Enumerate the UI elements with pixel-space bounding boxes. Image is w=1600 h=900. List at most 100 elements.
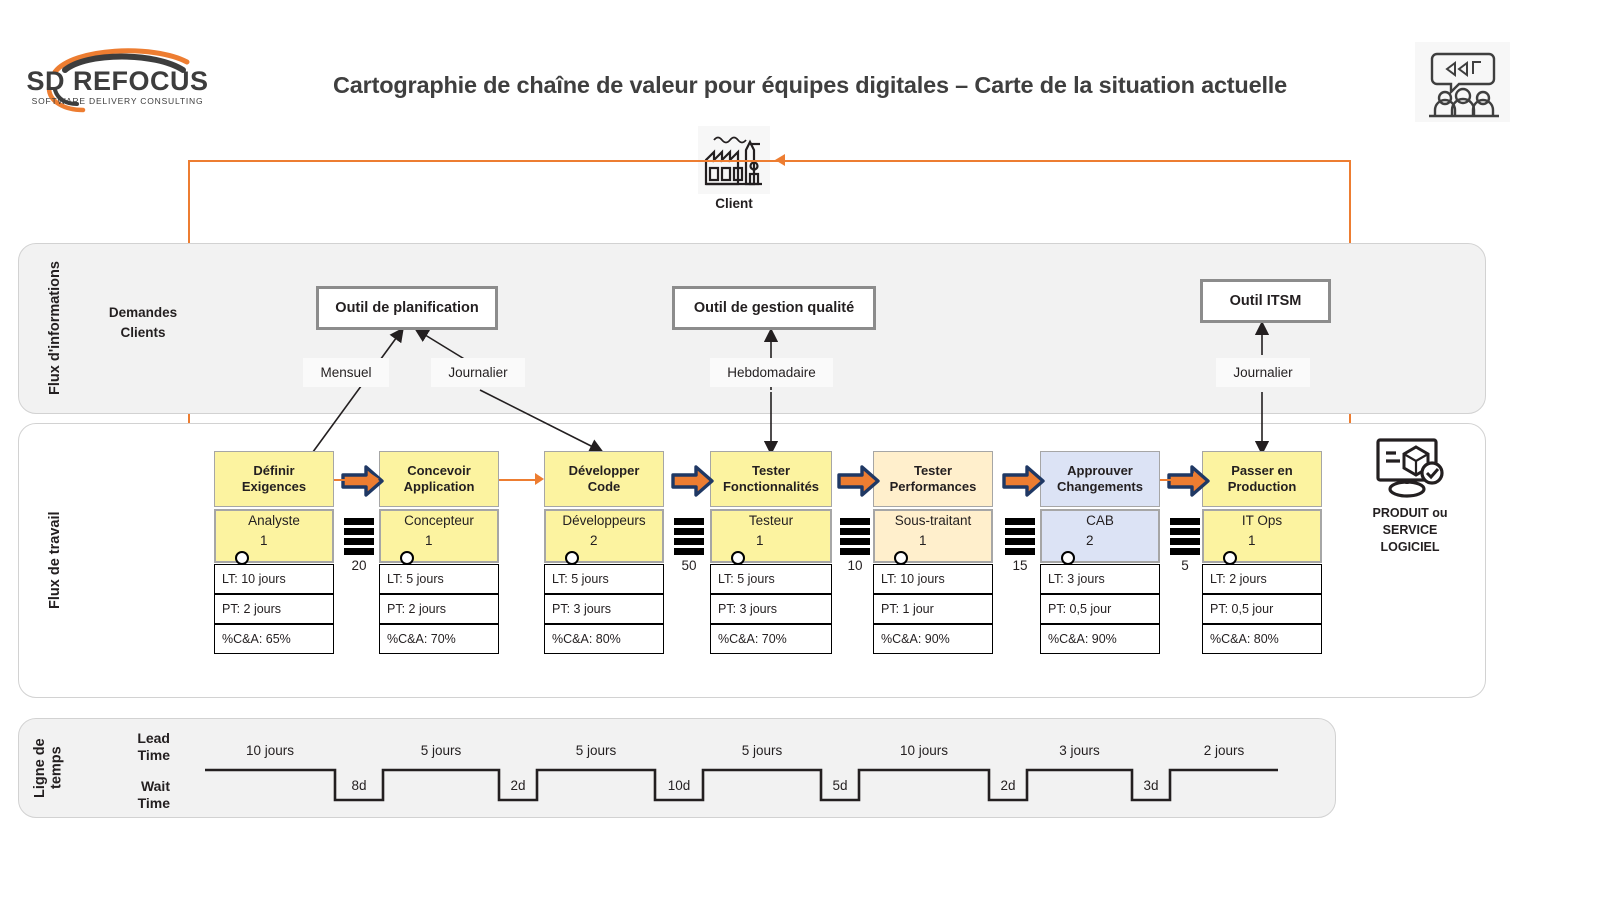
role-icon-wrap (1055, 531, 1081, 571)
role-name: Développeurs (562, 513, 646, 528)
process-metric-pt: PT: 3 jours (544, 594, 664, 624)
process-role: Testeur 1 (710, 509, 832, 571)
tool-box-2[interactable]: Outil de gestion qualité (672, 286, 876, 330)
inventory-value-2: 50 (681, 558, 697, 573)
process-metric-ca: %C&A: 80% (1202, 624, 1322, 654)
push-arrow-3 (837, 464, 881, 498)
timeline-band (18, 718, 1336, 818)
lead-time-value-7: 2 jours (1203, 743, 1245, 758)
logo-tagline: SOFTWARE DELIVERY CONSULTING (31, 96, 204, 106)
company-logo: SD REFOCUS SOFTWARE DELIVERY CONSULTING (25, 40, 210, 115)
role-icon-wrap (1217, 531, 1243, 571)
process-metric-ca: %C&A: 90% (873, 624, 993, 654)
process-metric-pt: PT: 2 jours (214, 594, 334, 624)
wait-time-value-1: 8d (351, 778, 367, 793)
role-icon-wrap (888, 531, 914, 571)
process-metric-ca: %C&A: 90% (1040, 624, 1160, 654)
inventory-icon-5 (1170, 518, 1200, 556)
role-icon-wrap (394, 531, 420, 571)
process-metric-lt: LT: 3 jours (1040, 564, 1160, 594)
wait-time-value-2: 2d (510, 778, 526, 793)
process-metric-lt: LT: 5 jours (710, 564, 832, 594)
process-role: CAB 2 (1040, 509, 1160, 571)
process-metric-pt: PT: 0,5 jour (1202, 594, 1322, 624)
process-metric-lt: LT: 10 jours (873, 564, 993, 594)
lead-time-value-4: 5 jours (741, 743, 783, 758)
push-arrow-2 (671, 464, 715, 498)
inventory-icon-1 (344, 518, 374, 556)
frequency-label-2: Journalier (431, 358, 525, 387)
logo-swoosh-icon (46, 48, 190, 113)
role-count: 2 (1086, 533, 1094, 548)
frequency-label-4: Journalier (1216, 358, 1310, 387)
role-count: 1 (919, 533, 927, 548)
wait-time-value-5: 2d (1000, 778, 1016, 793)
orange-connector-arrowhead-3 (1193, 473, 1202, 485)
role-count: 1 (756, 533, 764, 548)
role-name: IT Ops (1241, 513, 1283, 528)
role-name: CAB (1086, 513, 1114, 528)
wait-time-value-3: 10d (667, 778, 691, 793)
role-count: 1 (425, 533, 433, 548)
process-metric-pt: PT: 0,5 jour (1040, 594, 1160, 624)
role-count: 2 (590, 533, 598, 548)
tool-box-1[interactable]: Outil de planification (316, 286, 498, 330)
orange-line-top (188, 160, 1350, 162)
process-role: Concepteur 1 (379, 509, 499, 571)
lead-time-value-3: 5 jours (575, 743, 617, 758)
client-label: Client (715, 196, 753, 211)
inventory-value-4: 15 (1012, 558, 1028, 573)
process-metric-ca: %C&A: 70% (379, 624, 499, 654)
software-product-icon (1372, 437, 1448, 499)
process-metric-lt: LT: 10 jours (214, 564, 334, 594)
inventory-icon-2 (674, 518, 704, 556)
role-name: Concepteur (404, 513, 474, 528)
role-name: Analyste (248, 513, 300, 528)
process-metric-lt: LT: 2 jours (1202, 564, 1322, 594)
lead-time-value-1: 10 jours (245, 743, 295, 758)
process-metric-pt: PT: 1 jour (873, 594, 993, 624)
orange-connector-arrowhead-2 (535, 473, 544, 485)
lead-time-value-6: 3 jours (1059, 743, 1100, 758)
tool-box-3[interactable]: Outil ITSM (1200, 279, 1331, 323)
process-metric-lt: LT: 5 jours (379, 564, 499, 594)
orange-arrowhead-to-client (775, 154, 785, 166)
role-name: Testeur (748, 513, 794, 528)
timeline-label: Ligne de temps (32, 738, 65, 798)
frequency-label-1: Mensuel (303, 358, 389, 387)
lead-time-value-5: 10 jours (899, 743, 949, 758)
process-metric-ca: %C&A: 70% (710, 624, 832, 654)
team-meeting-icon (1415, 42, 1510, 122)
process-metric-ca: %C&A: 65% (214, 624, 334, 654)
orange-connector-1 (334, 479, 371, 481)
frequency-label-3: Hebdomadaire (710, 358, 833, 387)
process-metric-ca: %C&A: 80% (544, 624, 664, 654)
inventory-value-5: 5 (1181, 558, 1189, 573)
role-icon-wrap (229, 531, 255, 571)
role-icon-wrap (725, 531, 751, 571)
role-count: 1 (260, 533, 268, 548)
push-arrow-4 (1002, 464, 1046, 498)
inventory-value-1: 20 (351, 558, 367, 573)
page-title: Cartographie de chaîne de valeur pour éq… (332, 72, 1287, 98)
process-role: Analyste 1 (214, 509, 334, 571)
work-flow-label: Flux de travail (47, 511, 63, 609)
inventory-icon-3 (840, 518, 870, 556)
wait-time-value-4: 5d (832, 778, 848, 793)
